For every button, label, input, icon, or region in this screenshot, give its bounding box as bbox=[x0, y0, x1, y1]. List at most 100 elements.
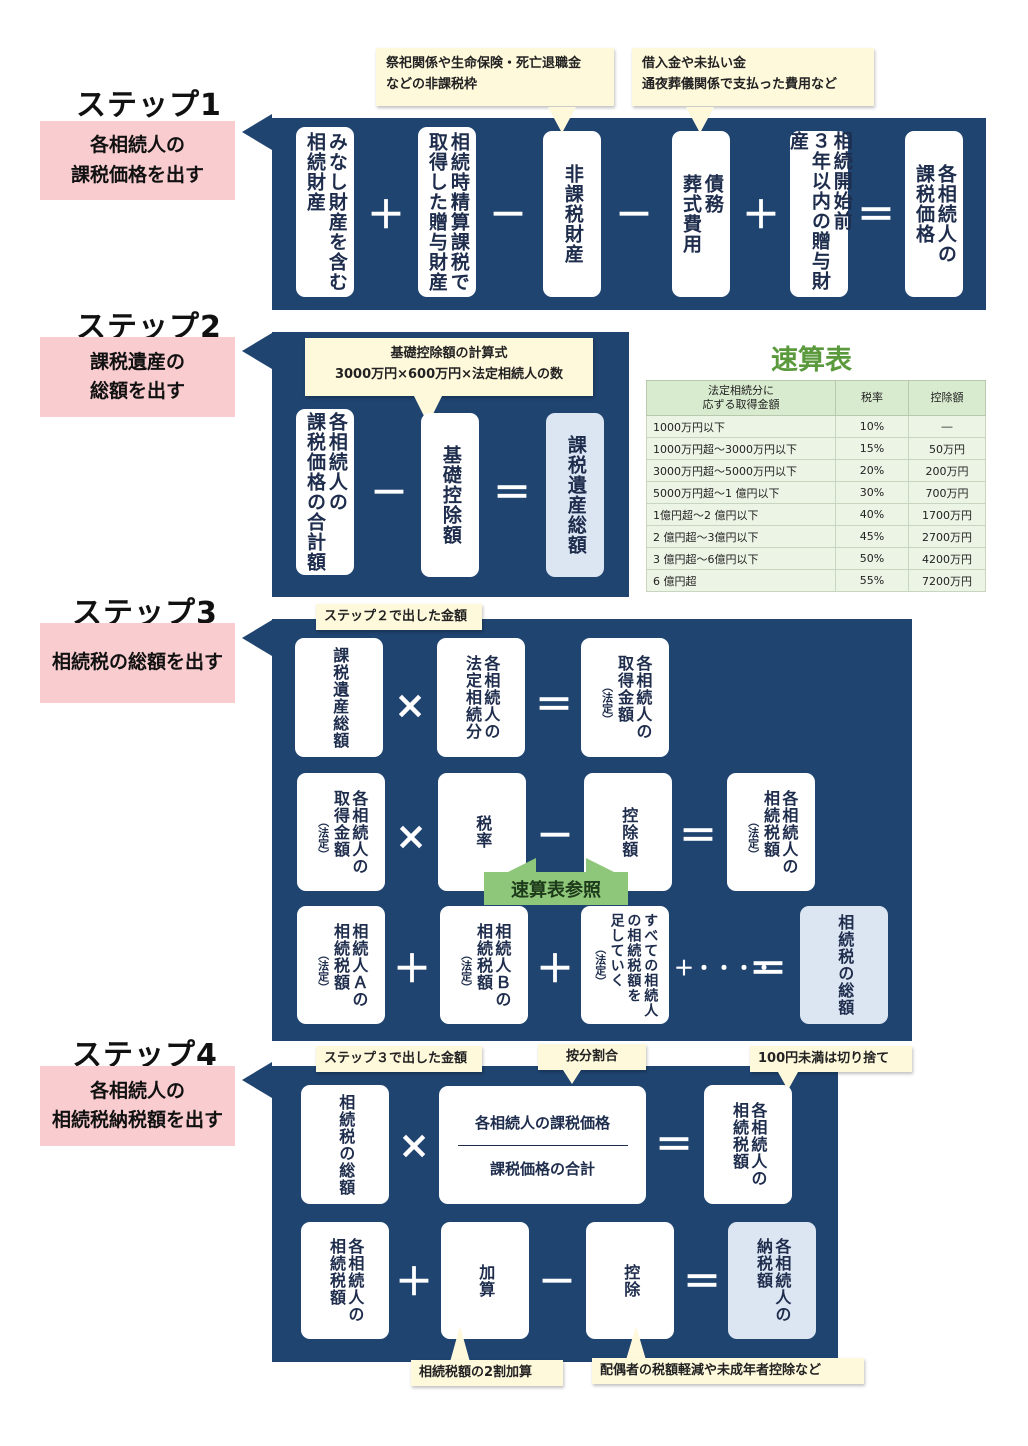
plus-operator: ＋ bbox=[366, 193, 405, 237]
step1-card-hikazei: 非課税財産 bbox=[543, 131, 601, 297]
table-cell: ― bbox=[908, 415, 986, 438]
table-header-row: 法定相続分に 応ずる取得金額 税率 控除額 bbox=[646, 380, 986, 416]
times-operator: × bbox=[395, 814, 427, 858]
table-cell: 20% bbox=[835, 459, 909, 482]
minus-operator: － bbox=[537, 1260, 576, 1304]
minus-operator: － bbox=[535, 814, 574, 858]
step1-card-seisan: 相続時精算課税で 取得した贈与財産 bbox=[418, 127, 476, 297]
step1-card-zoyo3nen: 相続開始前 ３年以内の贈与財産 bbox=[787, 131, 853, 297]
minus-operator: － bbox=[369, 471, 408, 515]
step1-callout-hikazei: 祭祀関係や生命保険・死亡退職金 などの非課税枠 bbox=[376, 48, 614, 106]
step2-callout-kiso: 基礎控除額の計算式 3000万円×600万円×法定相続人の数 bbox=[305, 338, 593, 396]
step4-callout-niwari: 相続税額の2割加算 bbox=[411, 1360, 563, 1386]
step3-callout-step2: ステップ２で出した金額 bbox=[316, 604, 482, 630]
table-cell: 50% bbox=[835, 547, 909, 570]
equals-operator: ＝ bbox=[492, 471, 531, 515]
table-cell: 1000万円以下 bbox=[646, 415, 836, 438]
step1-card-kazeikakaku: 各相続人の 課税価格 bbox=[905, 131, 963, 297]
times-operator: × bbox=[394, 683, 426, 727]
table-header: 税率 bbox=[835, 380, 909, 416]
plus-operator: ＋ bbox=[535, 947, 574, 991]
step3-card-isansogaku: 課税遺産総額 bbox=[295, 638, 383, 757]
table-cell: 50万円 bbox=[908, 437, 986, 460]
step4-card-souzokuzeigaku: 各相続人の 相続税額 bbox=[704, 1085, 792, 1204]
step3-arrow-icon bbox=[242, 620, 272, 656]
step1-heading: ステップ1 bbox=[76, 88, 222, 123]
step4-card-anbun-fraction: 各相続人の課税価格 課税価格の合計 bbox=[439, 1086, 646, 1204]
table-cell: 3000万円超～5000万円以下 bbox=[646, 459, 836, 482]
step2-label: 課税遺産の 総額を出す bbox=[40, 337, 235, 417]
step1-callout-saimu: 借入金や未払い金 通夜葬儀関係で支払った費用など bbox=[632, 48, 874, 106]
step4-arrow-icon bbox=[242, 1062, 272, 1098]
equals-operator: ＝ bbox=[748, 947, 787, 991]
plus-continuation-operator: ＋・・・・ bbox=[674, 956, 774, 980]
equals-operator: ＝ bbox=[678, 814, 717, 858]
step3-label: 相続税の総額を出す bbox=[40, 623, 235, 703]
step3-card-shutokukingaku2: 各相続人の 取得金額（法定） bbox=[297, 773, 385, 891]
fraction-denominator: 課税価格の合計 bbox=[489, 1159, 595, 1178]
table-cell: 7200万円 bbox=[908, 569, 986, 592]
step2-card-gokei: 各相続人の 課税価格の合計額 bbox=[296, 409, 354, 575]
step3-card-hoteisouzokubun: 各相続人の 法定相続分 bbox=[437, 638, 525, 757]
table-cell: 2 億円超～3億円以下 bbox=[646, 525, 836, 548]
plus-operator: ＋ bbox=[394, 1260, 433, 1304]
step3-card-souzokuzeigaku: 各相続人の 相続税額（法定） bbox=[727, 773, 815, 891]
step4-card-kasan: 加算 bbox=[441, 1222, 529, 1339]
step3-card-souzokuninA: 相続人Ａの 相続税額（法定） bbox=[297, 906, 385, 1024]
table-cell: 10% bbox=[835, 415, 909, 438]
callout-tail bbox=[563, 1070, 581, 1084]
step2-arrow-icon bbox=[242, 333, 272, 369]
table-cell: 700万円 bbox=[908, 481, 986, 504]
step4-callout-step3: ステップ３で出した金額 bbox=[316, 1046, 482, 1072]
minus-operator: － bbox=[488, 193, 527, 237]
step4-card-souzokuzeigaku2: 各相続人の 相続税額 bbox=[301, 1222, 389, 1339]
step1-card-minashi: みなし財産を含む 相続財産 bbox=[296, 127, 354, 297]
callout-tail bbox=[626, 1326, 646, 1360]
step4-callout-keigen: 配偶者の税額軽減や未成年者控除など bbox=[592, 1358, 864, 1384]
step2-card-kisokojo: 基礎控除額 bbox=[421, 413, 479, 577]
hayami-reference-banner: 速算表参照 bbox=[484, 872, 628, 905]
step1-arrow-icon bbox=[242, 114, 272, 150]
plus-operator: ＋ bbox=[392, 947, 431, 991]
hayami-title: 速算表 bbox=[771, 345, 852, 376]
step3-card-shutokukingaku: 各相続人の 取得金額（法定） bbox=[581, 638, 669, 757]
table-cell: 5000万円超～1 億円以下 bbox=[646, 481, 836, 504]
plus-operator: ＋ bbox=[741, 193, 780, 237]
step1-card-saimu: 債務 葬式費用 bbox=[672, 131, 730, 297]
table-cell: 40% bbox=[835, 503, 909, 526]
equals-operator: ＝ bbox=[682, 1260, 721, 1304]
table-cell: 200万円 bbox=[908, 459, 986, 482]
table-cell: 4200万円 bbox=[908, 547, 986, 570]
step4-label: 各相続人の 相続税納税額を出す bbox=[40, 1066, 235, 1146]
table-cell: 55% bbox=[835, 569, 909, 592]
table-cell: 1000万円超～3000万円以下 bbox=[646, 437, 836, 460]
table-cell: 1億円超～2 億円以下 bbox=[646, 503, 836, 526]
equals-operator: ＝ bbox=[856, 193, 895, 237]
step4-callout-anbun: 按分割合 bbox=[538, 1044, 646, 1070]
step2-card-isansogaku: 課税遺産総額 bbox=[546, 413, 604, 577]
fraction-line bbox=[457, 1144, 628, 1146]
callout-tail bbox=[686, 107, 714, 133]
step4-card-kojo: 控除 bbox=[586, 1222, 674, 1339]
table-cell: 6 億円超 bbox=[646, 569, 836, 592]
table-cell: 3 億円超～6億円以下 bbox=[646, 547, 836, 570]
table-cell: 30% bbox=[835, 481, 909, 504]
fraction-numerator: 各相続人の課税価格 bbox=[474, 1113, 610, 1132]
callout-tail bbox=[548, 107, 576, 133]
table-cell: 15% bbox=[835, 437, 909, 460]
equals-operator: ＝ bbox=[534, 683, 573, 727]
step3-card-souzokuzeisougaku: 相続税の総額 bbox=[800, 906, 888, 1024]
table-cell: 45% bbox=[835, 525, 909, 548]
minus-operator: － bbox=[614, 193, 653, 237]
equals-operator: ＝ bbox=[654, 1123, 693, 1167]
callout-tail bbox=[450, 1326, 470, 1362]
table-cell: 2700万円 bbox=[908, 525, 986, 548]
